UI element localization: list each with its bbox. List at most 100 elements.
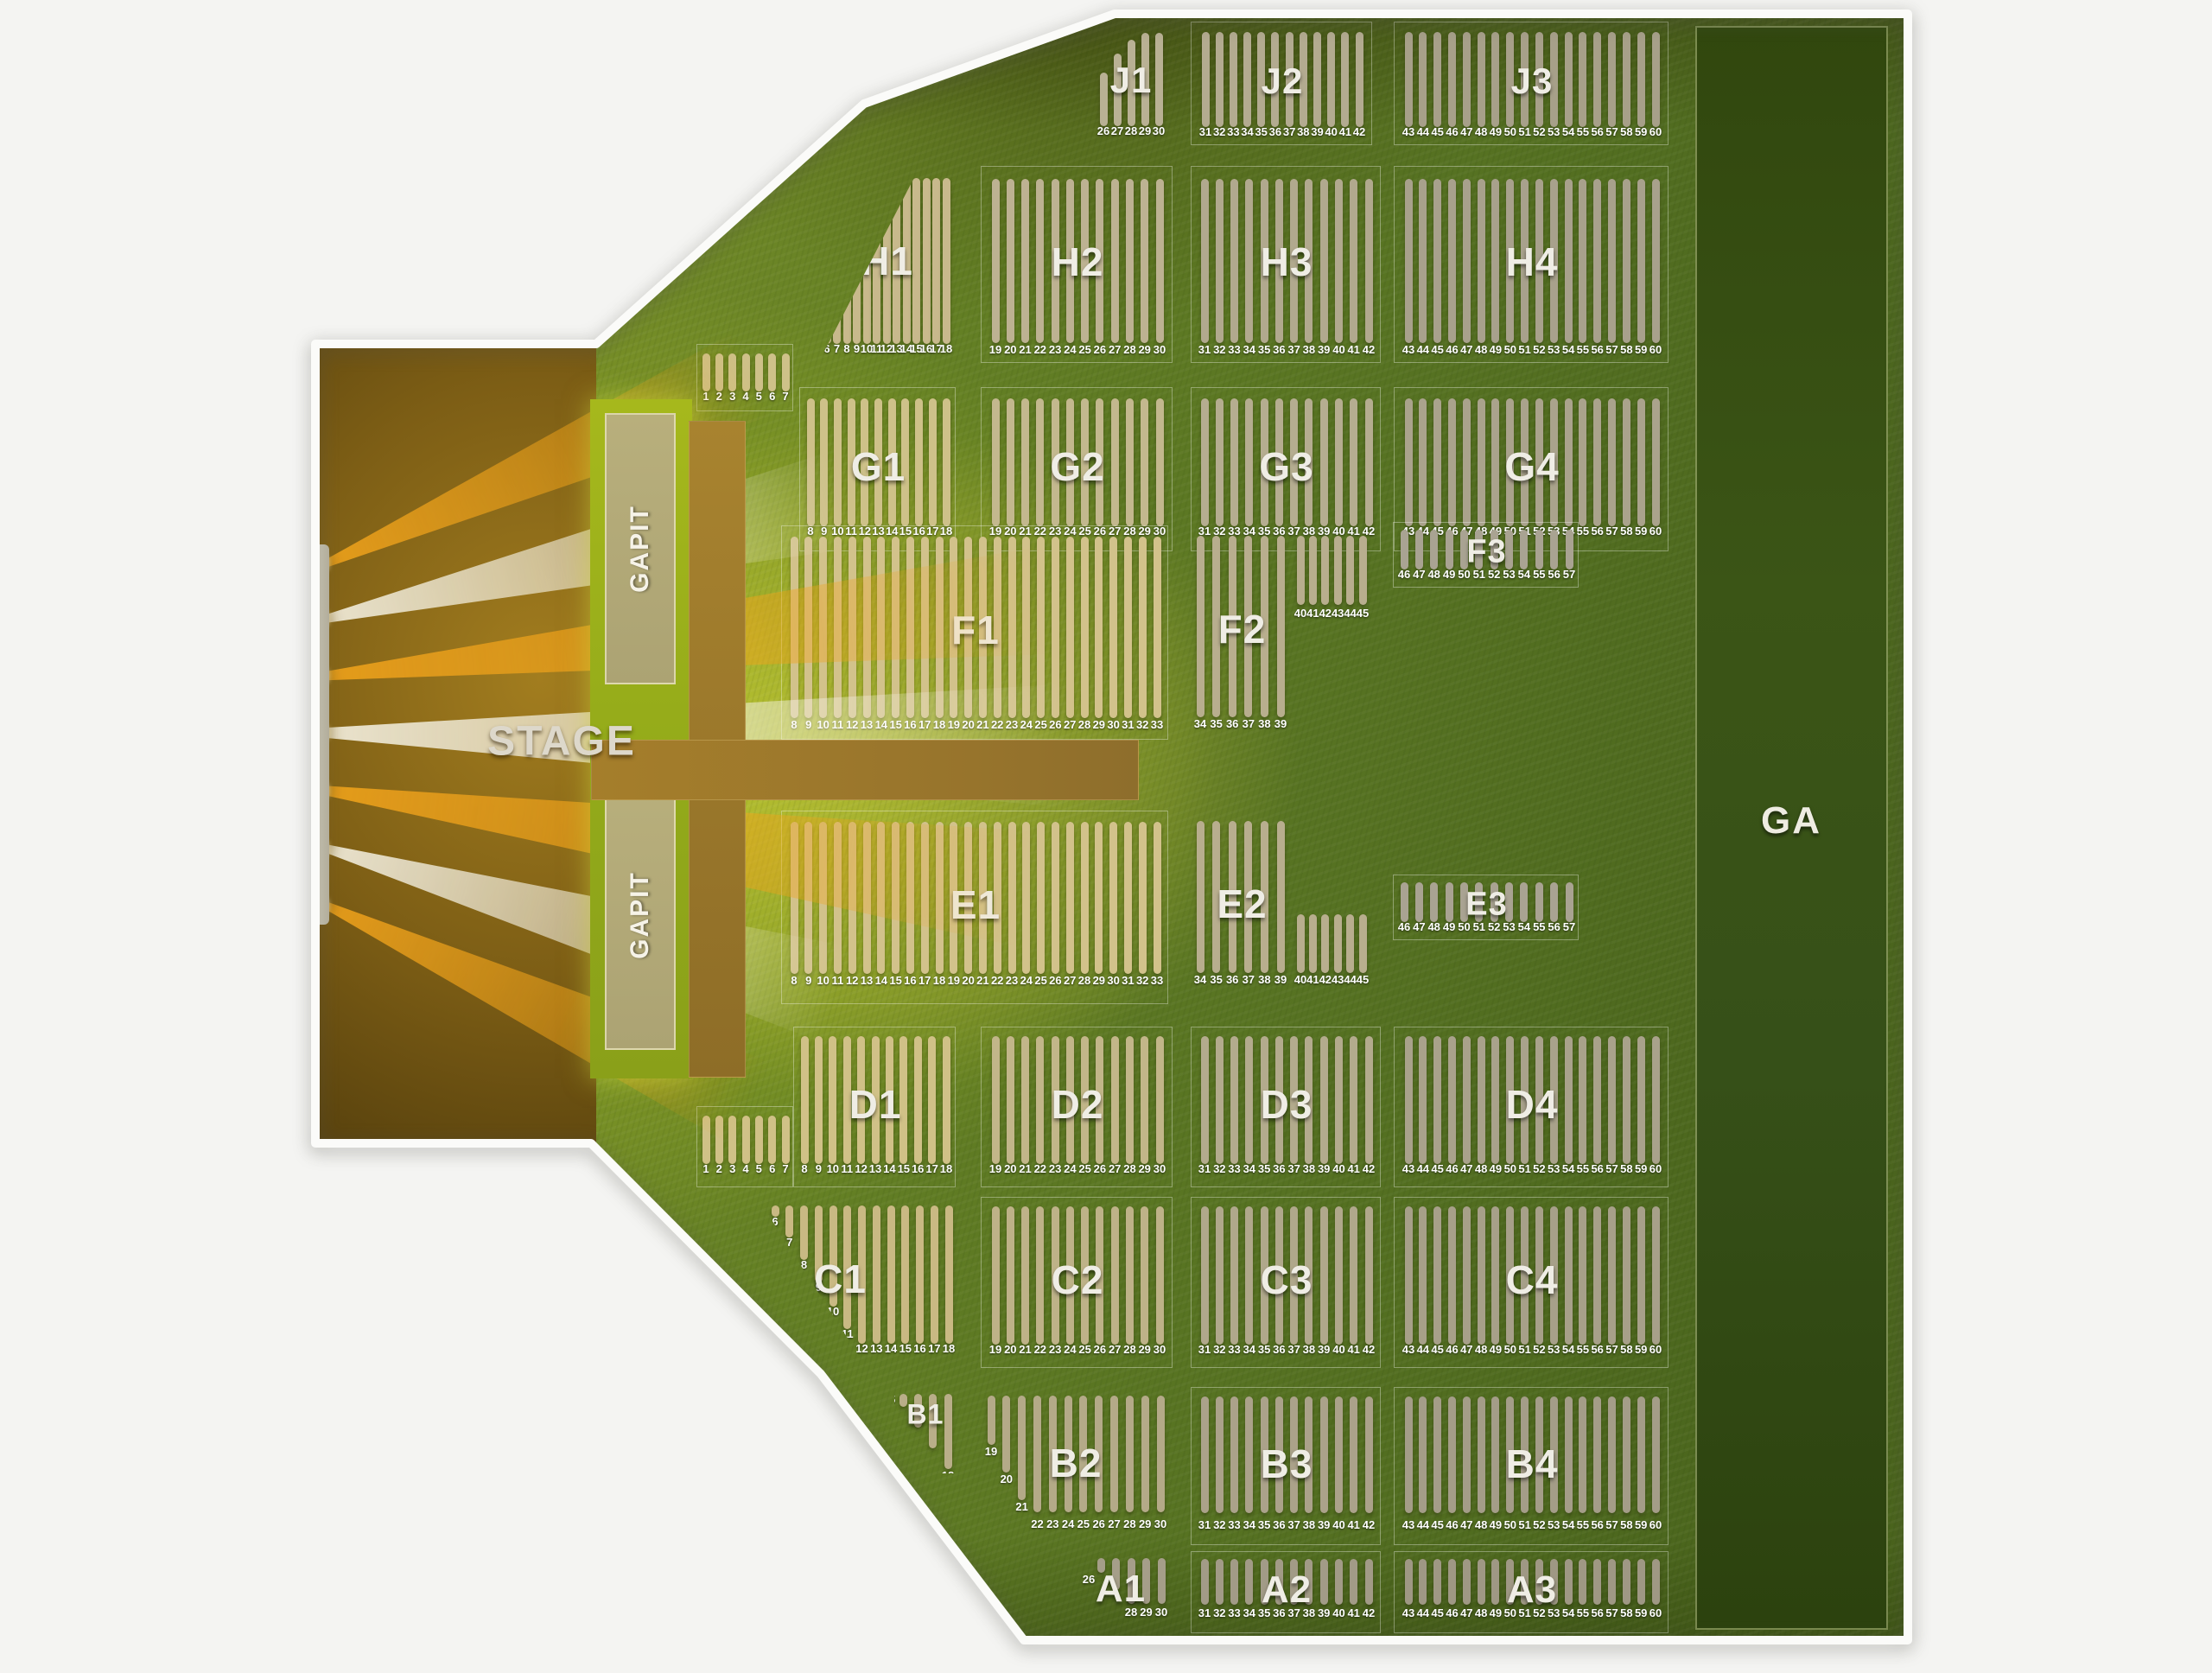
seat-row[interactable]: [1622, 32, 1630, 127]
seat-row[interactable]: [1141, 1206, 1149, 1345]
seat-row[interactable]: [814, 1036, 823, 1164]
seat-row[interactable]: [1622, 1396, 1630, 1513]
seat-row[interactable]: [1021, 1036, 1029, 1164]
seat-row[interactable]: [1622, 1036, 1630, 1164]
seat-row[interactable]: [1243, 32, 1251, 127]
seat-row[interactable]: [1006, 1036, 1014, 1164]
seat-row[interactable]: [1200, 1396, 1209, 1513]
seat-row[interactable]: [1637, 1036, 1645, 1164]
seat-row[interactable]: [728, 353, 737, 391]
seat-row[interactable]: [1319, 1206, 1328, 1345]
seat-row[interactable]: [1110, 398, 1119, 526]
seat-row[interactable]: [1419, 32, 1427, 127]
seat-row[interactable]: [1141, 179, 1149, 343]
seat-row[interactable]: [1651, 179, 1660, 343]
seat-row[interactable]: [1125, 1396, 1134, 1512]
seat-row[interactable]: [991, 398, 1000, 526]
seat-row[interactable]: [1335, 1206, 1343, 1345]
seat-row[interactable]: [1155, 398, 1164, 526]
seat-row[interactable]: [920, 822, 929, 974]
seat-row[interactable]: [1335, 179, 1343, 343]
seat-row[interactable]: [862, 822, 871, 974]
seat-row[interactable]: [1245, 1396, 1254, 1513]
seat-row[interactable]: [922, 178, 931, 344]
seat-row[interactable]: [1350, 1396, 1358, 1513]
seat-row[interactable]: [1036, 1036, 1045, 1164]
seat-row[interactable]: [1404, 1559, 1413, 1605]
seat-row[interactable]: [819, 822, 828, 974]
seat-row[interactable]: [920, 537, 929, 718]
seat-row[interactable]: [1296, 536, 1305, 605]
seat-row[interactable]: [1433, 1396, 1442, 1513]
seat-row[interactable]: [1404, 179, 1413, 343]
seat-row[interactable]: [1141, 398, 1149, 526]
seat-row[interactable]: [1346, 536, 1355, 605]
seat-row[interactable]: [1110, 1396, 1118, 1512]
seat-row[interactable]: [1109, 537, 1118, 718]
seat-row[interactable]: [1535, 882, 1543, 922]
seat-row[interactable]: [1550, 882, 1559, 922]
seat-row[interactable]: [928, 398, 937, 526]
seat-row[interactable]: [915, 398, 924, 526]
seat-row[interactable]: [1051, 537, 1059, 718]
seat-row[interactable]: [1608, 1559, 1616, 1605]
seat-row[interactable]: [1021, 1206, 1029, 1345]
seat-row[interactable]: [1002, 1396, 1011, 1473]
seat-row[interactable]: [1200, 1036, 1209, 1164]
seat-row[interactable]: [848, 822, 856, 974]
seat-row[interactable]: [1520, 530, 1529, 569]
seat-row[interactable]: [741, 353, 750, 391]
seat-row[interactable]: [899, 1394, 907, 1407]
seat-row[interactable]: [1579, 398, 1587, 526]
seat-row[interactable]: [1364, 1559, 1373, 1605]
seat-row[interactable]: [1491, 1559, 1500, 1605]
seat-row[interactable]: [1319, 1396, 1328, 1513]
seat-row[interactable]: [1593, 1396, 1602, 1513]
seat-row[interactable]: [800, 1036, 809, 1164]
seat-row[interactable]: [1564, 1036, 1573, 1164]
seat-row[interactable]: [1477, 398, 1485, 526]
seat-row[interactable]: [1579, 32, 1587, 127]
seat-row[interactable]: [1433, 32, 1442, 127]
seat-row[interactable]: [1651, 1206, 1660, 1345]
seat-row[interactable]: [785, 1205, 794, 1237]
seat-row[interactable]: [1433, 398, 1442, 526]
seat-row[interactable]: [1448, 398, 1456, 526]
seat-row[interactable]: [1308, 536, 1317, 605]
seat-row[interactable]: [1350, 398, 1358, 526]
seat-row[interactable]: [1477, 1036, 1485, 1164]
seat-row[interactable]: [1335, 1396, 1343, 1513]
seat-row[interactable]: [1355, 32, 1363, 127]
seat-row[interactable]: [1491, 398, 1500, 526]
seat-row[interactable]: [1051, 822, 1059, 974]
seat-row[interactable]: [1138, 822, 1147, 974]
seat-row[interactable]: [1321, 536, 1330, 605]
seat-row[interactable]: [1462, 1206, 1471, 1345]
seat-row[interactable]: [1637, 398, 1645, 526]
seat-row[interactable]: [1155, 1206, 1164, 1345]
seat-row[interactable]: [1350, 1206, 1358, 1345]
seat-row[interactable]: [1065, 537, 1074, 718]
section-gapit-upper[interactable]: GAPIT: [605, 413, 676, 684]
seat-row[interactable]: [1462, 32, 1471, 127]
seat-row[interactable]: [1321, 914, 1330, 973]
seat-row[interactable]: [1622, 1206, 1630, 1345]
seat-row[interactable]: [906, 537, 914, 718]
seat-row[interactable]: [1099, 73, 1108, 126]
seat-row[interactable]: [702, 353, 710, 391]
seat-row[interactable]: [1419, 1396, 1427, 1513]
seat-row[interactable]: [1110, 1036, 1119, 1164]
seat-row[interactable]: [1346, 914, 1355, 973]
seat-row[interactable]: [1358, 536, 1367, 605]
seat-row[interactable]: [1006, 1206, 1014, 1345]
seat-row[interactable]: [1364, 1206, 1373, 1345]
seat-row[interactable]: [1157, 1558, 1166, 1604]
seat-row[interactable]: [1229, 32, 1237, 127]
seat-row[interactable]: [1477, 1206, 1485, 1345]
seat-row[interactable]: [800, 1205, 808, 1260]
seat-row[interactable]: [1095, 822, 1103, 974]
seat-row[interactable]: [1433, 1206, 1442, 1345]
